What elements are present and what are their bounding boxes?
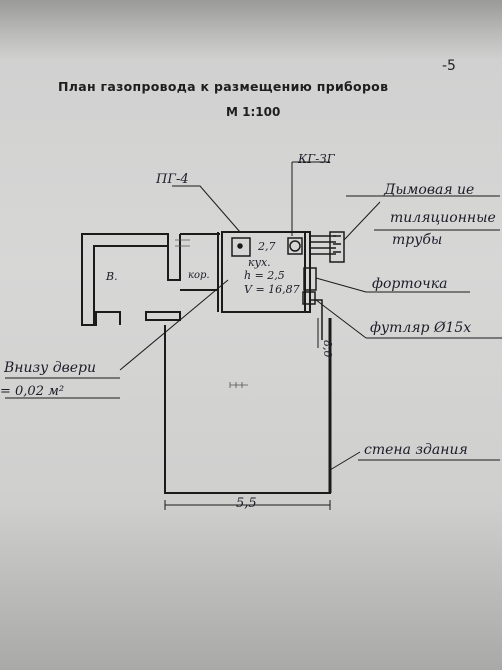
vent-window-icon (303, 267, 317, 291)
flue-duct-icon (329, 231, 345, 263)
lower-area-outline (164, 318, 331, 494)
label-pg: ПГ-4 (156, 172, 189, 187)
leader-flue (343, 201, 381, 241)
label-area: 2,7 (258, 240, 276, 253)
gas-pipe-lines (310, 235, 336, 255)
label-dim-width: 5,5 (236, 496, 257, 511)
label-kitchen: кух. (248, 256, 271, 269)
label-flue-line1: Дымовая ие (384, 182, 475, 198)
paper-fold-shadow (0, 0, 502, 60)
label-window-vent: форточка (372, 276, 448, 292)
gas-meter-icon (289, 240, 301, 252)
scale-label: М 1:100 (226, 105, 281, 119)
page-number: -5 (442, 58, 456, 74)
water-heater-icon (287, 237, 303, 255)
stove-icon (231, 237, 251, 257)
label-volume: V = 16,87 (244, 283, 300, 296)
label-height: h = 2,5 (244, 269, 285, 282)
partition-wall (167, 234, 181, 281)
label-kg: КГ-ЗГ (298, 152, 335, 166)
label-flue-line2: тиляционные (390, 210, 496, 226)
corridor-wall (145, 311, 181, 321)
document-title: План газопровода к размещению приборов (58, 79, 389, 94)
leader-kg (291, 161, 330, 236)
label-sleeve: футляр Ø15х (370, 320, 472, 336)
leader-wall (329, 451, 361, 471)
label-door-gap-2: = 0,02 м² (0, 384, 65, 399)
label-flue-line3: трубы (392, 232, 443, 248)
label-door-gap-1: Внизу двери (4, 360, 97, 376)
room-b-wall-bottom (82, 311, 121, 326)
label-room-b: В. (106, 270, 118, 283)
dimension-width (164, 500, 331, 510)
label-dim-side: 8,0 (321, 340, 334, 358)
leader-sleeve (315, 299, 367, 339)
leader-vent (315, 277, 367, 293)
label-corridor: кор. (188, 270, 210, 281)
label-building-wall: стена здания (364, 442, 468, 458)
riser-pipe (310, 299, 323, 340)
leader-pg (172, 185, 241, 233)
leader-door (119, 279, 229, 371)
